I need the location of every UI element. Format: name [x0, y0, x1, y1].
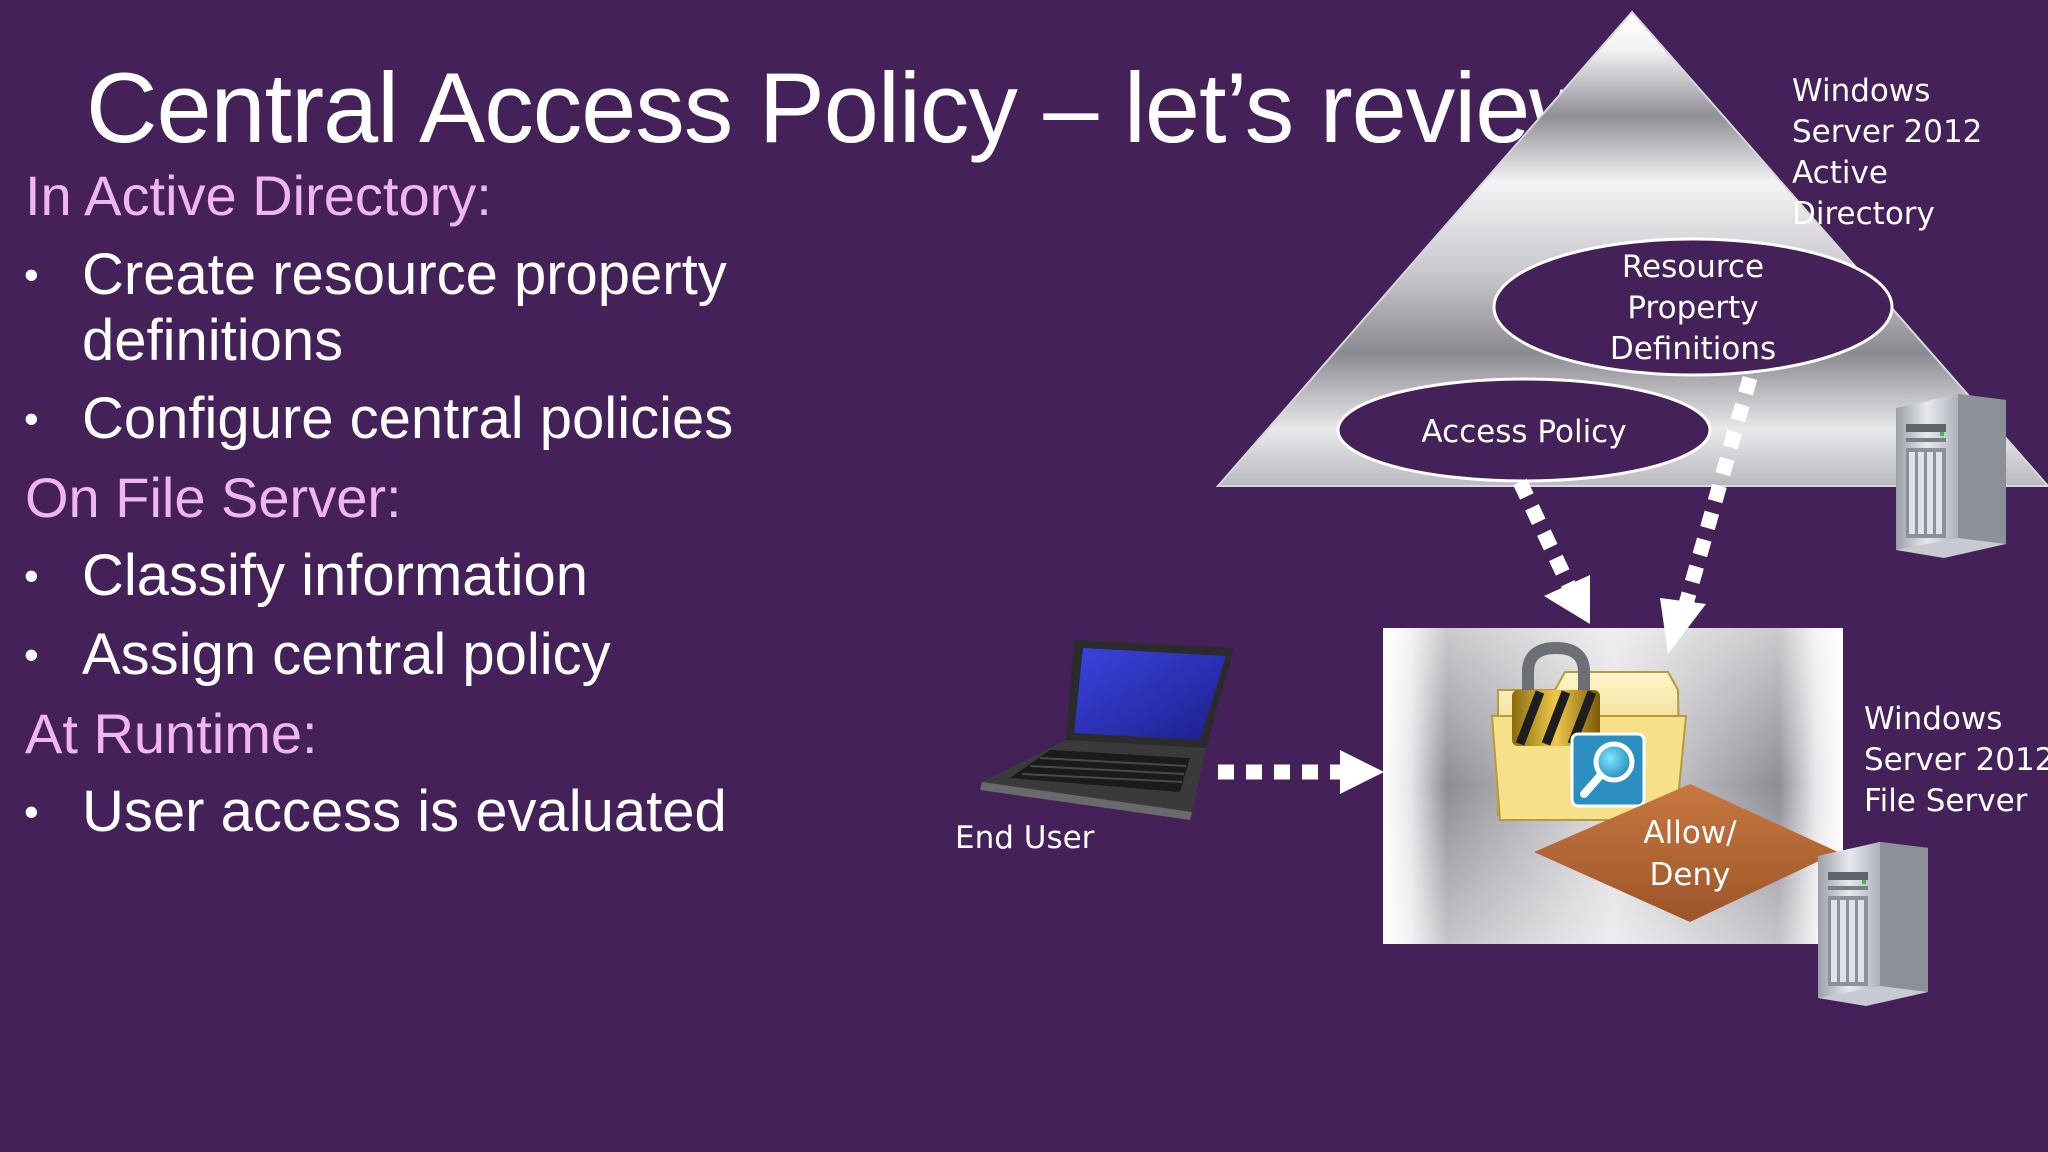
bullet-text: Classify information — [82, 543, 589, 608]
resource-property-label-2: Property — [1627, 290, 1758, 326]
magnifier-icon — [1570, 732, 1646, 808]
bullet-text: Create resource property — [82, 242, 727, 307]
end-user-to-file-server-arrow — [1218, 750, 1384, 794]
end-user-label: End User — [955, 820, 1095, 856]
bullet-text: User access is evaluated — [82, 779, 727, 844]
locked-folder-icon — [1490, 641, 1688, 821]
file-server-label: Windows Server 2012 File Server — [1864, 701, 2048, 819]
padlock-icon — [1512, 641, 1600, 746]
fs-label-line-2: Server 2012 — [1864, 742, 2048, 778]
resource-property-ellipse: Resource Property Definitions — [1492, 237, 1894, 377]
fs-label-line-1: Windows — [1864, 701, 2002, 737]
access-policy-ellipse: Access Policy — [1336, 377, 1712, 483]
ad-label-line-3: Active — [1792, 155, 1888, 191]
bullet-dot: • — [24, 395, 39, 442]
ad-label-line-4: Directory — [1792, 196, 1935, 232]
bullet-dot: • — [24, 251, 39, 298]
resource-property-to-file-server-arrow — [1660, 375, 1758, 654]
section-heading-active-directory: In Active Directory: — [25, 164, 492, 227]
access-policy-label: Access Policy — [1421, 414, 1626, 450]
resource-property-label-3: Definitions — [1610, 331, 1776, 367]
server-tower-icon — [1818, 842, 1928, 1006]
bullet-dot: • — [24, 631, 39, 678]
active-directory-label: Windows Server 2012 Active Directory — [1792, 73, 1982, 232]
allow-deny-label-1: Allow/ — [1643, 815, 1737, 851]
laptop-icon — [980, 640, 1234, 820]
bullet-dot: • — [24, 788, 39, 835]
allow-deny-diamond: Allow/ Deny — [1534, 784, 1838, 922]
allow-deny-label-2: Deny — [1650, 857, 1731, 893]
ad-label-line-2: Server 2012 — [1792, 114, 1982, 150]
bullet-text: definitions — [82, 308, 344, 373]
server-tower-icon — [1896, 394, 2006, 558]
resource-property-label-1: Resource — [1622, 249, 1764, 285]
section-heading-runtime: At Runtime: — [25, 702, 318, 765]
fs-label-line-3: File Server — [1864, 783, 2028, 819]
bullet-text: Assign central policy — [82, 622, 611, 687]
access-policy-to-file-server-arrow — [1513, 478, 1590, 624]
bullet-dot: • — [24, 552, 39, 599]
bullet-text: Configure central policies — [82, 386, 734, 451]
ad-label-line-1: Windows — [1792, 73, 1930, 109]
section-heading-file-server: On File Server: — [25, 466, 402, 529]
slide-title: Central Access Policy – let’s review — [86, 52, 1601, 163]
